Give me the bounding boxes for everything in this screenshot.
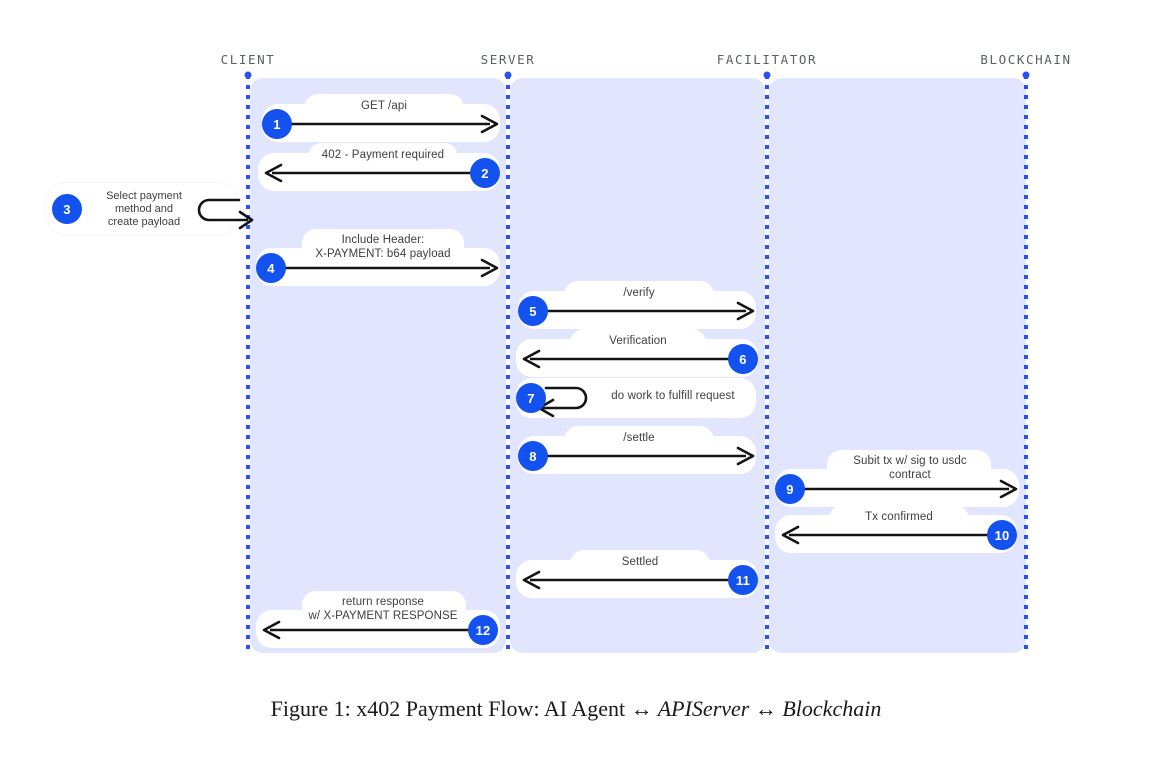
self-message-7-badge: 7 — [516, 383, 546, 413]
message-11-label: Settled — [621, 556, 659, 568]
message-9-label: Subit tx w/ sig to usdc contract — [853, 455, 967, 481]
lifeline-facilitator — [765, 75, 769, 655]
message-11-label-bg — [570, 550, 710, 580]
lifeline-cap-client — [244, 71, 252, 79]
self-message-3-loop-arrow — [197, 198, 254, 230]
lifeline-label-facilitator: FACILITATOR — [716, 52, 818, 67]
caption-arrow-2: ↔ — [754, 696, 777, 721]
lifeline-server — [506, 75, 510, 655]
message-11-badge: 11 — [728, 565, 758, 595]
self-message-3-label: Select payment method and create payload — [106, 190, 182, 228]
message-8-arrow — [532, 446, 755, 466]
message-10-label: Tx confirmed — [865, 511, 933, 523]
caption-prefix: Figure 1: x402 Payment Flow: AI Agent — [270, 696, 631, 721]
caption-arrow-1: ↔ — [630, 696, 653, 721]
lifeline-label-server: SERVER — [480, 52, 536, 67]
message-4-label-bg — [302, 229, 464, 263]
message-8-label: /settle — [623, 432, 655, 444]
message-1-badge: 1 — [262, 109, 292, 139]
caption-blockchain: Blockchain — [776, 696, 882, 721]
message-2-arrow — [264, 163, 486, 183]
message-12-label: return response w/ X-PAYMENT RESPONSE — [308, 596, 458, 622]
message-6-badge: 6 — [728, 344, 758, 374]
message-4-label: Include Header: X-PAYMENT: b64 payload — [315, 234, 451, 260]
message-5-arrow — [532, 301, 755, 321]
message-2-label-bg — [308, 143, 458, 173]
message-5-badge: 5 — [518, 296, 548, 326]
message-6-label-bg — [570, 329, 706, 359]
lifeline-cap-blockchain — [1022, 71, 1030, 79]
lifeline-cap-server — [504, 71, 512, 79]
message-1-label: GET /api — [361, 100, 407, 112]
message-10-arrow — [781, 525, 1003, 545]
message-11-arrow — [522, 570, 744, 590]
message-12-badge: 12 — [468, 615, 498, 645]
message-9-label-bg — [827, 450, 991, 484]
message-12-arrow — [262, 620, 484, 640]
message-12-label-bg — [302, 591, 466, 625]
caption-api-server: APIServer — [652, 696, 755, 721]
lifeline-client — [246, 75, 250, 655]
lifeline-cap-facilitator — [763, 71, 771, 79]
self-message-3-badge: 3 — [52, 194, 82, 224]
self-message-7-pill — [516, 378, 756, 418]
lifeline-label-client: CLIENT — [220, 52, 276, 67]
message-4-badge: 4 — [256, 253, 286, 283]
message-6-label: Verification — [609, 335, 667, 347]
message-5-label-bg — [564, 281, 714, 311]
message-10-label-bg — [829, 505, 969, 535]
message-2-badge: 2 — [470, 158, 500, 188]
self-message-7-label: do work to fulfill request — [611, 390, 735, 402]
figure-caption: Figure 1: x402 Payment Flow: AI Agent ↔ … — [0, 696, 1152, 722]
message-8-badge: 8 — [518, 441, 548, 471]
lifeline-blockchain — [1024, 75, 1028, 655]
message-1-label-bg — [304, 94, 464, 124]
message-9-badge: 9 — [775, 474, 805, 504]
lifeline-label-blockchain: BLOCKCHAIN — [980, 52, 1072, 67]
message-9-arrow — [795, 479, 1018, 499]
message-1-arrow — [276, 114, 499, 134]
message-6-arrow — [522, 349, 744, 369]
message-2-label: 402 - Payment required — [321, 149, 445, 161]
message-8-label-bg — [564, 426, 714, 456]
message-4-arrow — [276, 258, 499, 278]
message-5-label: /verify — [623, 287, 655, 299]
band-facilitator-blockchain — [769, 78, 1026, 653]
message-10-badge: 10 — [987, 520, 1017, 550]
